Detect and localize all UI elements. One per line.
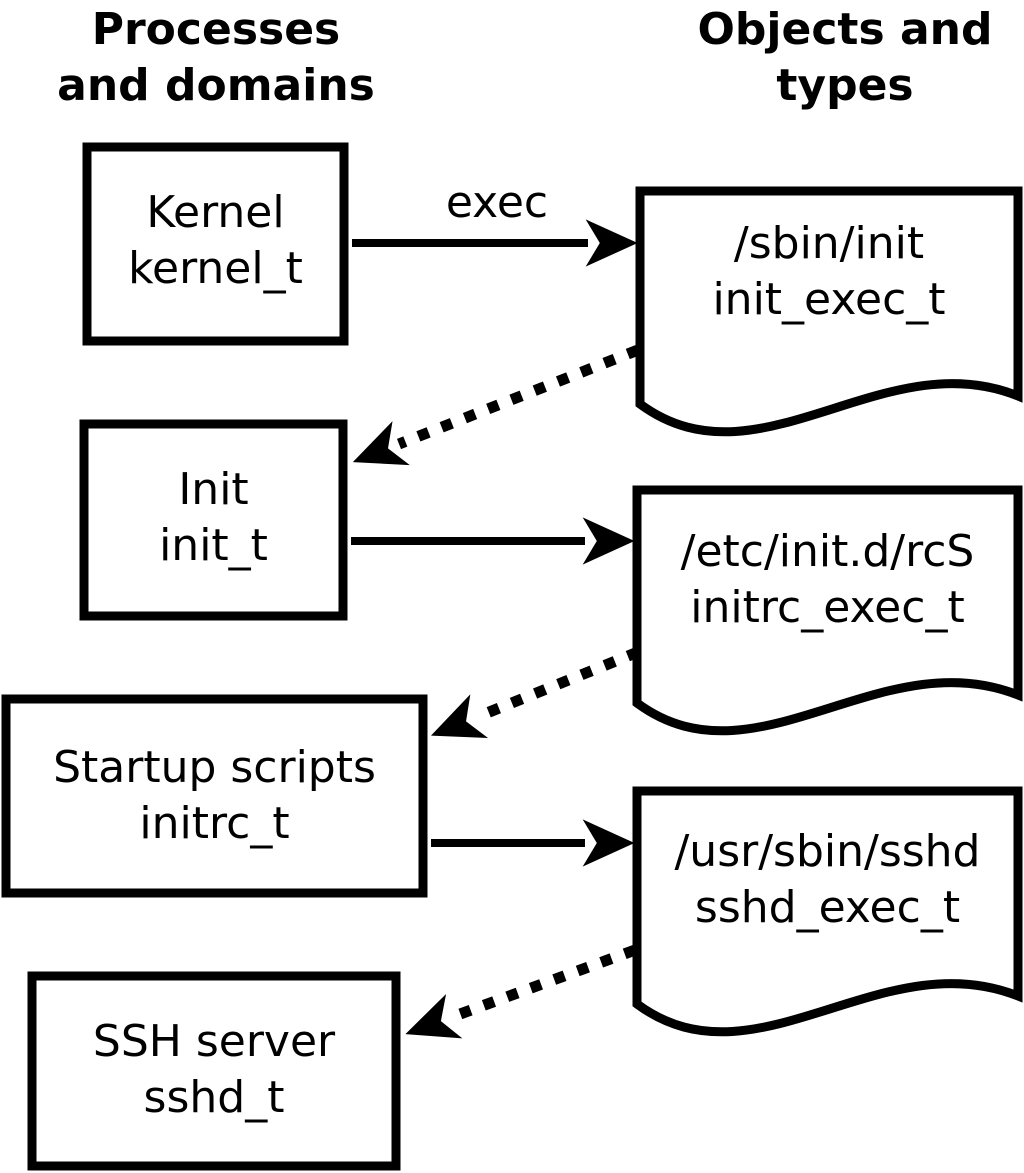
process-label-kernel: Kernel kernel_t bbox=[83, 185, 348, 297]
object-doc-usr-sbin-sshd bbox=[632, 786, 1023, 1037]
transition-arrow-sshd-to-sshd-t bbox=[405, 944, 637, 1039]
process-label-init: Init init_t bbox=[80, 462, 347, 574]
object-path: /sbin/init bbox=[733, 218, 925, 269]
process-name: Init bbox=[178, 464, 249, 515]
process-domain: kernel_t bbox=[128, 243, 303, 294]
transition-arrow-sbin-init-to-init-t bbox=[352, 344, 641, 466]
process-label-ssh-server: SSH server sshd_t bbox=[28, 1014, 400, 1126]
transition-arrow-rcs-to-initrc-t bbox=[430, 646, 641, 739]
object-type: initrc_exec_t bbox=[690, 582, 965, 633]
heading-line: Processes bbox=[91, 4, 341, 55]
object-doc-etc-initd-rcs bbox=[632, 485, 1023, 736]
object-path: /etc/init.d/rcS bbox=[680, 526, 975, 577]
object-label-etc-initd-rcs: /etc/init.d/rcS initrc_exec_t bbox=[637, 524, 1018, 636]
heading-line: types bbox=[776, 60, 914, 111]
process-box-ssh-server bbox=[27, 971, 401, 1171]
process-box-kernel bbox=[82, 142, 349, 346]
exec-arrow-label: exec bbox=[445, 177, 549, 228]
process-domain: initrc_t bbox=[139, 798, 290, 849]
object-label-usr-sbin-sshd: /usr/sbin/sshd sshd_exec_t bbox=[637, 824, 1018, 936]
process-domain: init_t bbox=[159, 520, 268, 571]
process-name: Kernel bbox=[146, 187, 285, 238]
object-path: /usr/sbin/sshd bbox=[674, 826, 981, 877]
heading-line: and domains bbox=[57, 60, 375, 111]
process-name: Startup scripts bbox=[53, 742, 376, 793]
process-box-init bbox=[79, 419, 348, 621]
process-label-startup-scripts: Startup scripts initrc_t bbox=[2, 740, 427, 852]
object-doc-sbin-init bbox=[635, 186, 1023, 437]
process-domain: sshd_t bbox=[143, 1072, 285, 1123]
process-box-startup-scripts bbox=[1, 694, 428, 898]
process-name: SSH server bbox=[92, 1016, 336, 1067]
column-heading-processes: Processes and domains bbox=[16, 2, 416, 114]
object-type: sshd_exec_t bbox=[694, 882, 961, 933]
column-heading-objects: Objects and types bbox=[645, 2, 1024, 114]
object-label-sbin-init: /sbin/init init_exec_t bbox=[640, 216, 1018, 328]
heading-line: Objects and bbox=[697, 4, 993, 55]
object-type: init_exec_t bbox=[712, 274, 946, 325]
